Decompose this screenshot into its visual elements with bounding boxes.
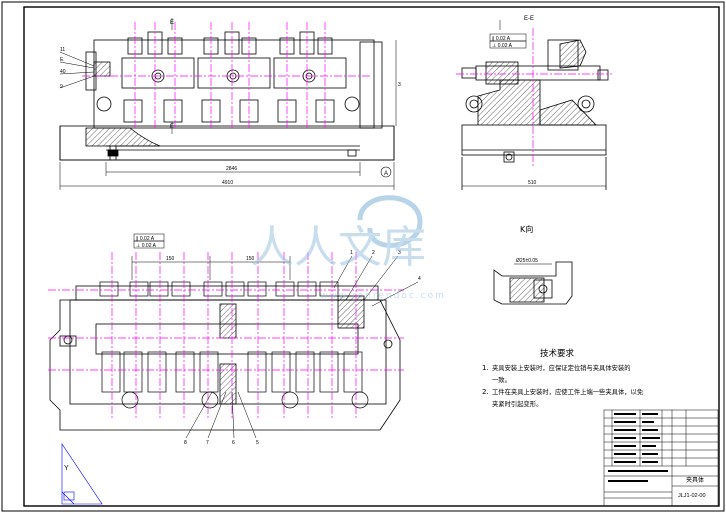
plan-view-tolerance-frames: ∥ 0.02 A ⊥ 0.02 A [133, 233, 165, 249]
tech-req-line-2b: 夹紧时引起变形。 [492, 399, 542, 408]
detail-view-dimension: Ø25±0.05 [516, 258, 538, 264]
plan-view-dimensions [131, 256, 291, 280]
tech-req-line-1b: 一致。 [492, 375, 511, 384]
top-view-dimensions [59, 18, 397, 190]
section-mark-top: E [170, 20, 174, 26]
technical-requirements: 技术要求 1. 夹具安装上安装时，应保证定位销与夹具体安装的 一致。 2. 工件… [482, 348, 644, 408]
plan-view-leaders [185, 255, 419, 439]
leader-label-1: 11 [60, 47, 65, 53]
leader-label-3: 40 [60, 69, 66, 75]
title-block-drawing-number: JLJ1-02-00 [678, 493, 706, 499]
balloon-4: 4 [418, 276, 421, 282]
svg-text:∥ 0.02 A: ∥ 0.02 A [136, 236, 155, 242]
dimension-inner-length: 2846 [226, 166, 237, 172]
plan-view [49, 285, 401, 431]
datum-symbol-top: A [380, 166, 392, 178]
balloon-2: 2 [372, 250, 375, 256]
top-view-elevation [59, 31, 395, 161]
title-block-drawing-title: 夹具体 [686, 476, 704, 484]
balloon-7: 7 [206, 440, 209, 446]
detail-view-title: K向 [520, 224, 533, 234]
plan-dimension-left: 150 [166, 256, 175, 262]
side-view-tolerance-frames: ∥ 0.02 A ⊥ 0.02 A [489, 33, 527, 49]
balloon-3: 3 [398, 250, 401, 256]
title-block [603, 409, 719, 507]
section-mark-bottom: E [170, 124, 174, 130]
tech-req-num-1: 1. [482, 364, 489, 372]
svg-text:∥ 0.02 A: ∥ 0.02 A [492, 36, 511, 42]
side-view-section [461, 20, 609, 190]
plan-dimension-right: 150 [246, 256, 255, 262]
balloon-5: 5 [256, 440, 259, 446]
balloon-1: 1 [350, 250, 353, 256]
clamp-units-top [96, 31, 360, 123]
dimension-height-right: 3 [398, 82, 401, 88]
tech-req-num-2: 2. [482, 388, 489, 396]
side-view-center-lines [456, 28, 612, 166]
balloon-6: 6 [232, 440, 235, 446]
tech-req-line-1: 夹具安装上安装时，应保证定位销与夹具体安装的 [492, 363, 631, 372]
svg-text:⊥ 0.02 A: ⊥ 0.02 A [492, 43, 513, 49]
detail-view-k [493, 261, 573, 305]
side-view-section-title: E-E [524, 16, 534, 22]
plan-view-clamp-units [99, 281, 369, 409]
watermark-text: 人人文库 [250, 222, 426, 273]
leader-label-2: E [60, 57, 64, 63]
dimension-overall-length: 4910 [222, 180, 233, 186]
corner-triangle-mark [61, 443, 103, 505]
side-view-overall-width: 510 [528, 180, 537, 186]
svg-text:A: A [384, 171, 388, 177]
balloon-8: 8 [184, 440, 187, 446]
corner-letter: Y [64, 465, 69, 472]
top-view-center-lines [82, 22, 370, 128]
bom-rows [608, 413, 668, 482]
tech-req-title: 技术要求 [540, 348, 575, 359]
leader-label-4: 9 [60, 84, 63, 90]
svg-text:⊥ 0.02 A: ⊥ 0.02 A [136, 243, 157, 249]
plan-view-center-lines [48, 252, 404, 420]
tech-req-line-2: 工件在夹具上安装时，应使工件上端一些夹具体，以免 [492, 387, 644, 396]
watermark-url: www.renrendoc.com [320, 291, 446, 301]
watermark-logo: 人人文库 www.renrendoc.com [250, 195, 446, 301]
